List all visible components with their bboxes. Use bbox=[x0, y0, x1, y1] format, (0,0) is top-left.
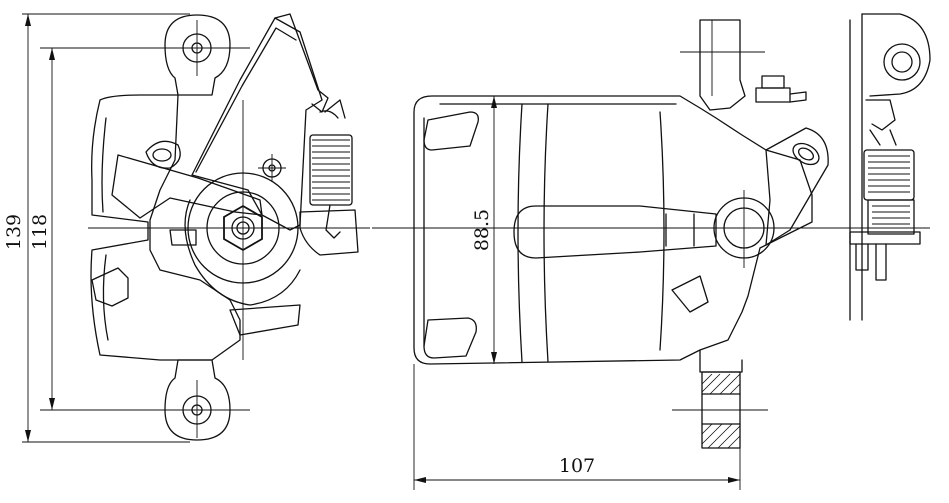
body-width-label: 107 bbox=[559, 455, 595, 477]
side-spring bbox=[849, 99, 921, 281]
body-height-label: 88.5 bbox=[471, 209, 493, 251]
mount-spacing-label: 118 bbox=[29, 214, 51, 250]
dimension-body-height: 88.5 bbox=[471, 96, 497, 364]
overall-height-label: 139 bbox=[3, 214, 25, 250]
dimension-mount-spacing: 118 bbox=[29, 48, 55, 410]
hatch-section bbox=[701, 373, 741, 449]
dimension-body-width: 107 bbox=[413, 364, 741, 490]
caliper-end-view bbox=[40, 13, 370, 441]
caliper-side-view bbox=[372, 13, 931, 449]
return-spring bbox=[309, 99, 353, 239]
dimension-overall-height: 139 bbox=[3, 13, 190, 443]
